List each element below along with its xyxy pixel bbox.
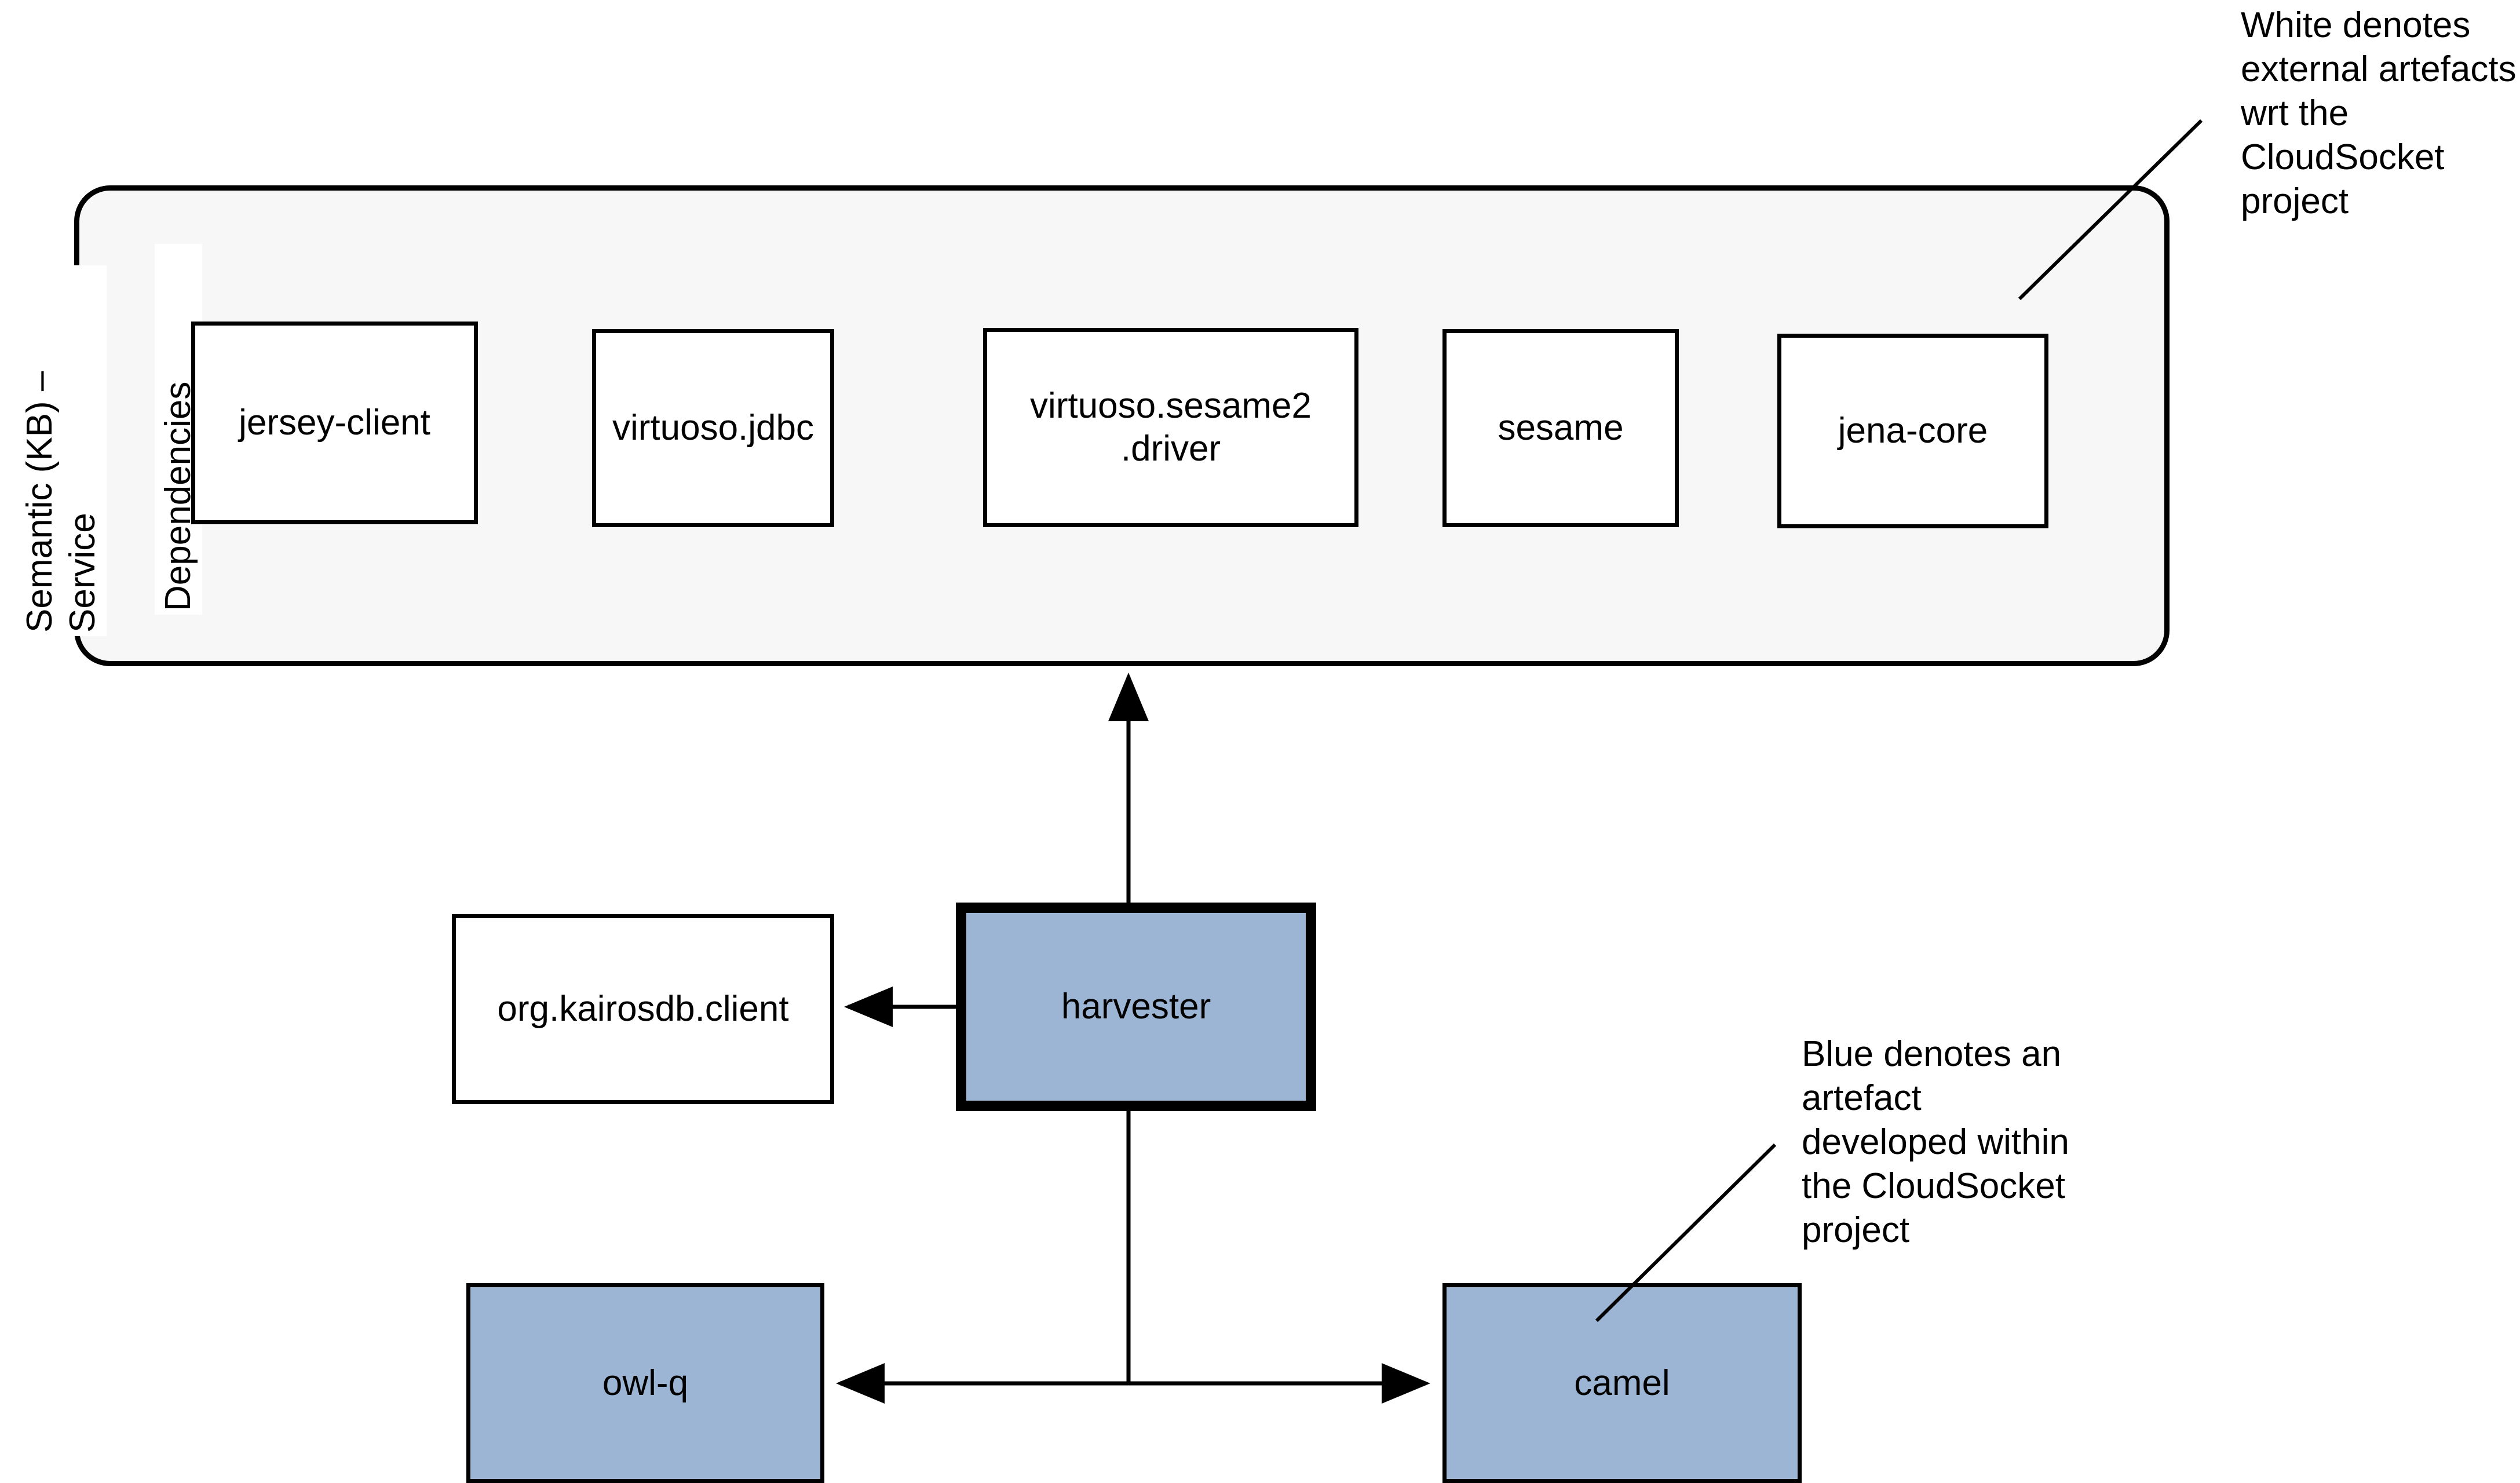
node-jena-core[interactable]: jena-core xyxy=(1777,334,2048,528)
node-owl-q[interactable]: owl-q xyxy=(466,1283,824,1483)
node-camel[interactable]: camel xyxy=(1442,1283,1802,1483)
semantic-kb-group-label: Semantic (KB) – Service xyxy=(16,265,107,636)
node-virtuoso-sesame2-driver[interactable]: virtuoso.sesame2 .driver xyxy=(983,328,1358,527)
annotation-blue-legend: Blue denotes an artefact developed withi… xyxy=(1802,1034,2069,1250)
node-virtuoso-jdbc-label: virtuoso.jdbc xyxy=(612,408,815,448)
node-virtuoso-jdbc[interactable]: virtuoso.jdbc xyxy=(592,329,834,527)
node-org-kairosdb-client[interactable]: org.kairosdb.client xyxy=(452,914,834,1104)
annotation-white-legend: White denotes external artefacts wrt the… xyxy=(2241,5,2517,221)
node-jersey-client[interactable]: jersey-client xyxy=(191,322,478,524)
node-virtuoso-sesame2-driver-label-line-2: .driver xyxy=(1120,429,1221,469)
node-owl-q-label: owl-q xyxy=(602,1363,689,1403)
node-org-kairosdb-client-label: org.kairosdb.client xyxy=(497,989,789,1029)
node-jersey-client-label: jersey-client xyxy=(239,403,430,443)
node-sesame[interactable]: sesame xyxy=(1442,329,1679,527)
node-jena-core-label: jena-core xyxy=(1838,411,1988,451)
group-label-line-2: Service xyxy=(63,513,103,633)
node-virtuoso-sesame2-driver-label-line-1: virtuoso.sesame2 xyxy=(1030,386,1312,426)
node-harvester-label: harvester xyxy=(1061,987,1211,1027)
group-label-line-1: Semantic (KB) – xyxy=(20,371,60,633)
node-sesame-label: sesame xyxy=(1498,408,1624,448)
node-harvester[interactable]: harvester xyxy=(956,903,1316,1111)
node-camel-label: camel xyxy=(1574,1363,1670,1403)
